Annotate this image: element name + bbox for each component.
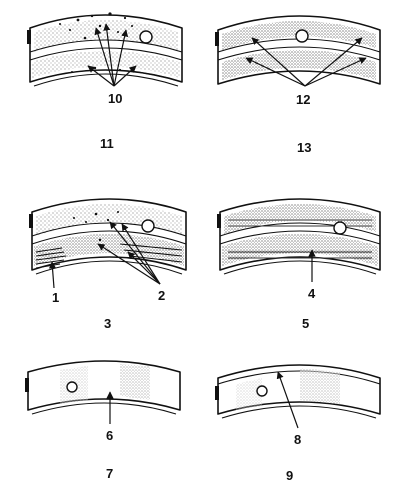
pointer-label-6: 6 [106, 428, 113, 443]
caption-9: 9 [286, 468, 293, 483]
pointer-label-12: 12 [296, 92, 310, 107]
bearing-shell-7: 6 7 [25, 360, 181, 481]
caption-7: 7 [106, 466, 113, 481]
caption-3: 3 [104, 316, 111, 331]
pointer-label-2: 2 [158, 288, 165, 303]
caption-13: 13 [297, 140, 311, 155]
oil-hole-icon [256, 385, 268, 397]
pointer-label-10: 10 [108, 91, 122, 106]
oil-hole-icon [66, 381, 78, 393]
pointer-label-4: 4 [308, 286, 316, 301]
bearing-shell-9: 8 9 [215, 364, 381, 483]
caption-11: 11 [100, 136, 114, 151]
bearing-shell-11: 10 11 [27, 12, 183, 151]
oil-hole-icon [295, 29, 309, 43]
bearing-shell-13: 12 13 [215, 15, 381, 155]
bearing-shell-5: 4 5 [217, 198, 381, 331]
oil-hole-icon [333, 221, 347, 235]
oil-hole-icon [139, 30, 153, 44]
oil-hole-icon [141, 219, 155, 233]
pointer-label-8: 8 [294, 432, 301, 447]
caption-5: 5 [302, 316, 309, 331]
pointer-label-1: 1 [52, 290, 59, 305]
bearing-shell-3: 1 2 3 [29, 198, 187, 331]
